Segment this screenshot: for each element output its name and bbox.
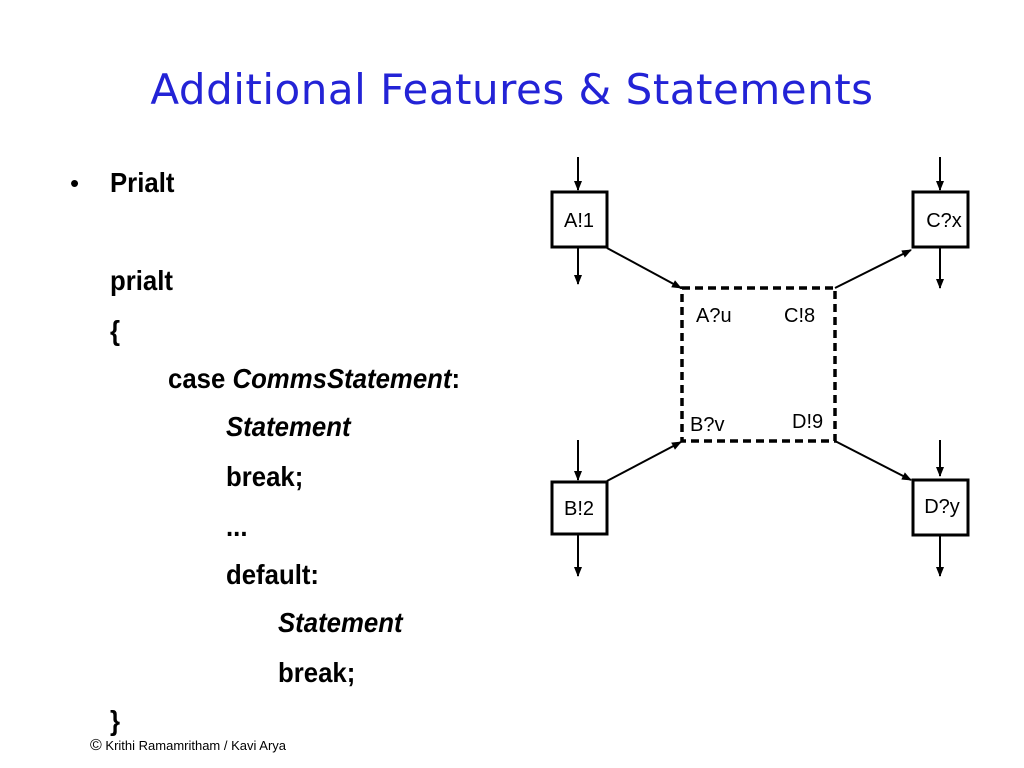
prialt-b-label: B?v <box>690 414 724 436</box>
process-a-box <box>550 190 609 249</box>
code-open-brace: { <box>110 315 121 346</box>
process-d-box <box>911 478 970 537</box>
process-b: B!2 <box>550 440 609 577</box>
prialt-c-label: C!8 <box>784 305 815 327</box>
arrow-a-to-prialt <box>606 247 682 289</box>
code-default-label: default: <box>226 559 320 590</box>
process-c-label: C?x <box>926 210 962 232</box>
code-statement-1-text: Statement <box>226 411 351 442</box>
code-statement-2-text: Statement <box>278 607 403 638</box>
code-colon: : <box>451 363 461 394</box>
copyright-symbol: © <box>90 737 102 754</box>
footer-authors: Krithi Ramamritham / Kavi Arya <box>101 738 287 753</box>
process-c-box <box>911 190 970 249</box>
code-close-brace: } <box>110 705 121 736</box>
process-d: D?y <box>911 440 970 577</box>
bullet-point: • <box>70 168 80 198</box>
code-break-1: break; <box>226 461 304 492</box>
process-a: A!1 <box>550 157 609 285</box>
footer-credit: © Krithi Ramamritham / Kavi Arya <box>90 737 286 755</box>
code-prialt-keyword: prialt <box>110 265 173 296</box>
process-a-label: A!1 <box>564 210 594 232</box>
process-c: C?x <box>911 157 970 289</box>
process-b-box <box>550 480 609 536</box>
prialt-d-label: D!9 <box>792 411 823 433</box>
prialt-a-label: A?u <box>696 305 732 327</box>
code-comms-statement: CommsStatement <box>232 363 452 394</box>
code-case-keyword: case <box>168 363 233 394</box>
code-case-line: case CommsStatement: <box>168 362 460 396</box>
process-b-label: B!2 <box>564 498 594 520</box>
code-heading: Prialt <box>110 167 175 198</box>
slide-title: Additional Features & Statements <box>150 65 874 114</box>
arrow-prialt-to-d <box>834 440 912 481</box>
code-ellipsis: ... <box>226 511 248 542</box>
code-break-2: break; <box>278 657 356 688</box>
arrow-b-to-prialt <box>606 441 682 482</box>
code-statement-1: Statement <box>226 410 351 444</box>
code-statement-2: Statement <box>278 606 403 640</box>
process-d-label: D?y <box>924 496 960 518</box>
prialt-box <box>680 286 837 443</box>
arrow-prialt-to-c <box>834 249 912 289</box>
